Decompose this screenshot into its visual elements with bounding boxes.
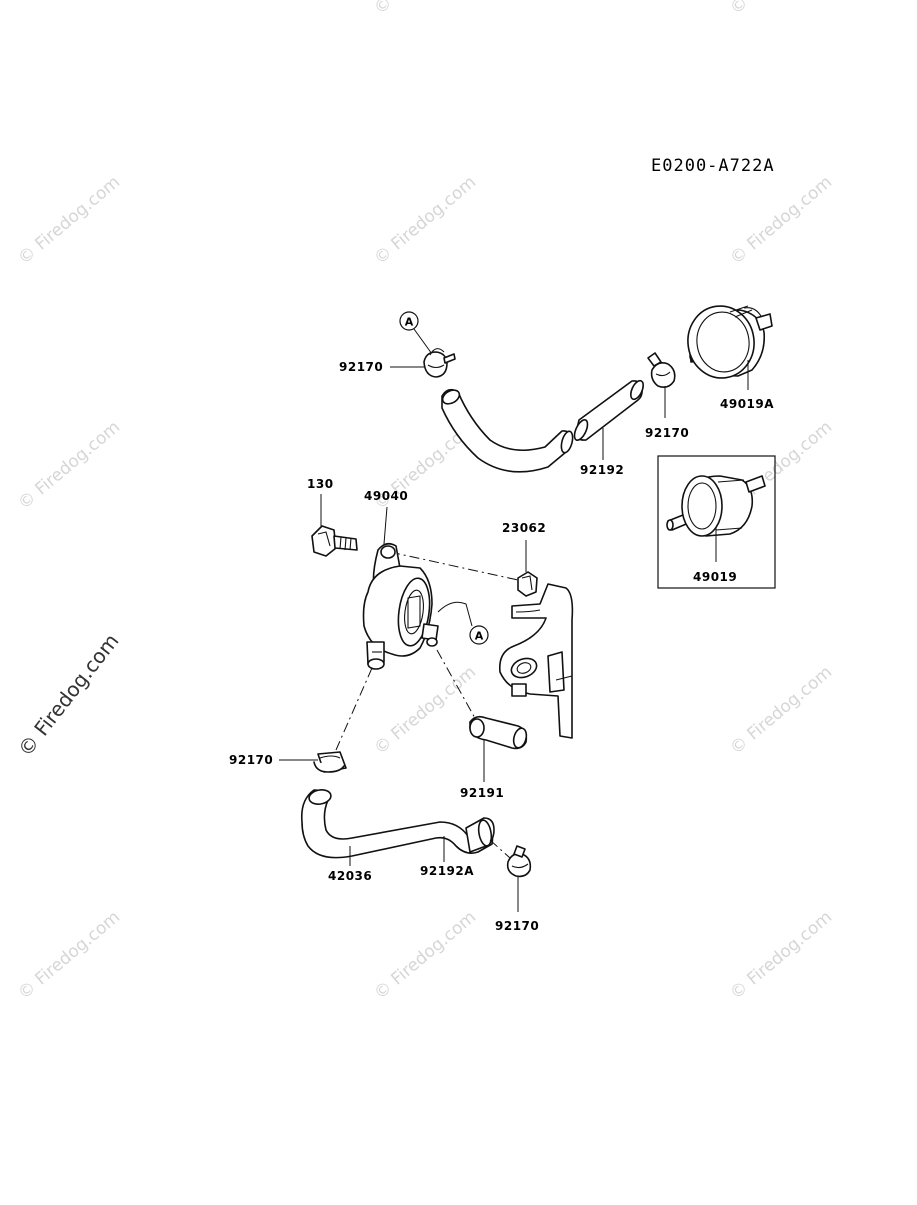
clamp-92170-bottom: [506, 845, 532, 878]
svg-text:A: A: [475, 630, 484, 643]
clamp-92170-top: [423, 348, 456, 378]
clamp-92170-filter: [647, 352, 676, 388]
diagram-code: E0200-A722A: [651, 156, 775, 176]
hose-92192: [441, 379, 644, 473]
label-130: 130: [307, 477, 334, 491]
bolt-130: [311, 525, 358, 557]
alternative-part-box: [657, 455, 776, 589]
fuel-filter-49019: [666, 475, 766, 537]
watermark: © Firedog.com: [14, 172, 124, 269]
label-92170-filter: 92170: [645, 426, 689, 440]
label-23062: 23062: [502, 521, 546, 535]
label-92192a: 92192A: [420, 864, 474, 878]
label-92170-bottom: 92170: [495, 919, 539, 933]
label-92192: 92192: [580, 463, 624, 477]
watermark: © Firedog.com: [370, 662, 480, 759]
label-92191: 92191: [460, 786, 504, 800]
watermark: © Firedog.com: [726, 0, 836, 19]
watermark: © Firedog.com: [726, 907, 836, 1004]
callout-a-top: A: [399, 311, 433, 355]
watermark: © Firedog.com: [14, 417, 124, 514]
label-92170-top: 92170: [339, 360, 383, 374]
watermark: © Firedog.com: [726, 662, 836, 759]
label-49019a: 49019A: [720, 397, 774, 411]
watermark: © Firedog.com: [726, 172, 836, 269]
watermark: © Firedog.com: [370, 907, 480, 1004]
label-49019: 49019: [693, 570, 737, 584]
watermark: © Firedog.com: [14, 907, 124, 1004]
watermark: © Firedog.com: [370, 172, 480, 269]
fuel-filter-49019a: [687, 305, 773, 379]
clamp-92170-pump: [313, 751, 347, 773]
label-92170-pump: 92170: [229, 753, 273, 767]
watermark: © Firedog.com: [370, 0, 480, 19]
bracket: [498, 583, 574, 739]
callout-a-pump: A: [437, 601, 489, 645]
grommet-23062: [517, 571, 538, 597]
fuel-pump-49040: [362, 542, 439, 670]
hose-92191: [469, 715, 528, 750]
svg-text:A: A: [405, 316, 414, 329]
watermark-large: © Firedog.com: [13, 629, 123, 761]
hose-92192a: [465, 817, 495, 853]
label-42036: 42036: [328, 869, 372, 883]
label-49040: 49040: [364, 489, 408, 503]
